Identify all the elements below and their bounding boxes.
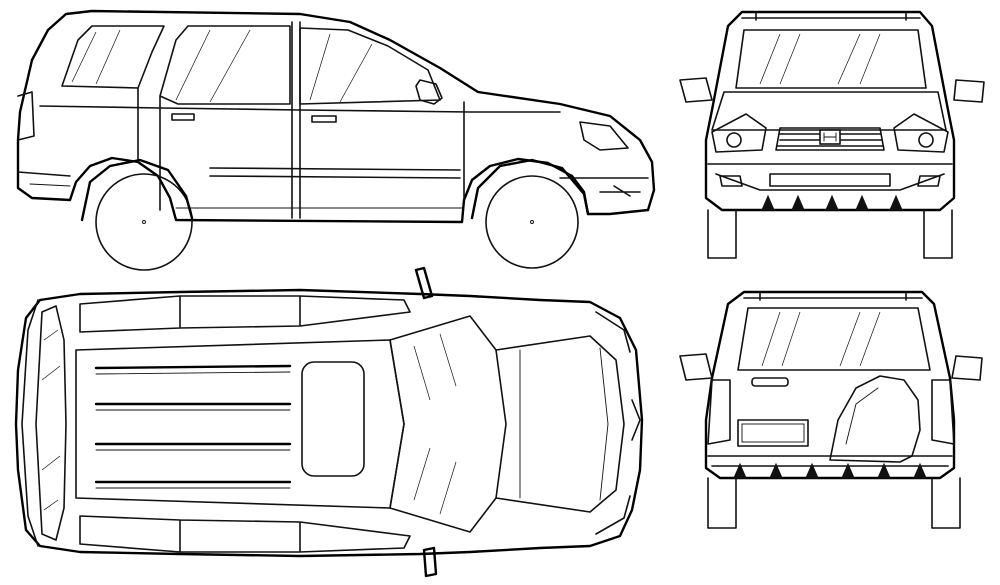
rear-left-mirror xyxy=(679,353,713,381)
front-left-headlight-lamp xyxy=(726,132,742,148)
top-view xyxy=(14,266,644,578)
rear-spare-tire xyxy=(829,375,921,463)
side-front-wheel-arch xyxy=(470,158,590,220)
front-right-mirror xyxy=(953,79,985,103)
rear-left-tire xyxy=(707,477,737,529)
top-headlamps xyxy=(595,311,641,535)
top-roof-rails xyxy=(94,364,292,484)
front-right-headlight xyxy=(893,113,949,153)
top-sunroof xyxy=(301,361,365,477)
top-rear-window-reflections xyxy=(41,329,61,511)
front-right-headlight-lamp xyxy=(918,132,934,148)
front-bumper xyxy=(707,163,953,191)
rear-right-tail-lamp xyxy=(931,379,955,445)
rear-spare-tire-tread xyxy=(845,387,879,445)
side-glass-reflections xyxy=(71,29,373,103)
side-rear-bumper xyxy=(17,171,71,177)
side-beltline xyxy=(39,105,561,113)
side-door-seams xyxy=(137,21,465,219)
top-hood-creases xyxy=(519,347,609,501)
top-right-windows xyxy=(79,515,411,553)
front-tow-studs xyxy=(761,194,903,211)
front-right-tire xyxy=(923,209,953,259)
top-windshield-reflections xyxy=(413,333,457,515)
rear-bumper xyxy=(707,455,953,467)
front-emblem-mark xyxy=(823,132,837,142)
top-right-mirror xyxy=(422,546,438,578)
rear-right-mirror xyxy=(951,355,983,381)
front-body-outline xyxy=(704,10,956,212)
rear-license-plate xyxy=(737,419,809,447)
rear-license-plate-inner xyxy=(741,423,805,443)
rear-roof-rail xyxy=(743,291,923,301)
side-rear-wheel-arch xyxy=(80,158,194,222)
top-rear-bumper-line xyxy=(21,299,39,547)
side-view xyxy=(16,9,656,271)
top-left-windows xyxy=(79,295,411,333)
rear-bumper-studs xyxy=(733,462,927,479)
side-front-bumper xyxy=(559,177,649,197)
front-windshield xyxy=(735,29,927,89)
side-front-door-window xyxy=(299,27,441,105)
top-roof-rail-shadows xyxy=(95,371,291,489)
rear-body-outline xyxy=(704,290,956,480)
side-rear-door-handle xyxy=(171,113,195,121)
top-rear-window xyxy=(35,305,67,541)
front-view xyxy=(679,10,985,259)
side-front-wheel-hub xyxy=(530,220,534,224)
front-hood xyxy=(711,91,947,131)
front-fog-lamps xyxy=(719,175,941,187)
side-rear-wheel-hub xyxy=(142,220,146,224)
side-rear-wheel xyxy=(95,173,193,271)
side-rear-door-window xyxy=(159,25,291,105)
top-hood xyxy=(495,335,625,513)
rear-right-tire xyxy=(931,477,961,529)
side-rear-lamp xyxy=(17,91,35,141)
side-body-moulding xyxy=(209,167,461,179)
side-rocker-line xyxy=(29,183,463,209)
rear-window xyxy=(737,307,931,371)
side-headlight xyxy=(579,121,629,151)
front-left-headlight xyxy=(711,113,767,153)
front-roof-rail xyxy=(741,11,921,21)
side-front-wheel xyxy=(485,175,579,269)
front-windshield-reflections xyxy=(759,33,881,85)
front-left-tire xyxy=(707,209,737,259)
side-mirror xyxy=(415,79,443,105)
top-body-outline xyxy=(14,288,644,558)
top-left-mirror xyxy=(414,266,434,300)
side-rear-window xyxy=(61,25,165,89)
rear-tailgate-handle xyxy=(751,377,789,387)
side-front-door-handle xyxy=(311,115,337,123)
rear-view xyxy=(679,290,983,529)
rear-left-tail-lamp xyxy=(707,379,731,445)
top-windshield xyxy=(389,315,507,533)
front-left-mirror xyxy=(679,77,713,103)
rear-window-reflections xyxy=(761,311,881,367)
